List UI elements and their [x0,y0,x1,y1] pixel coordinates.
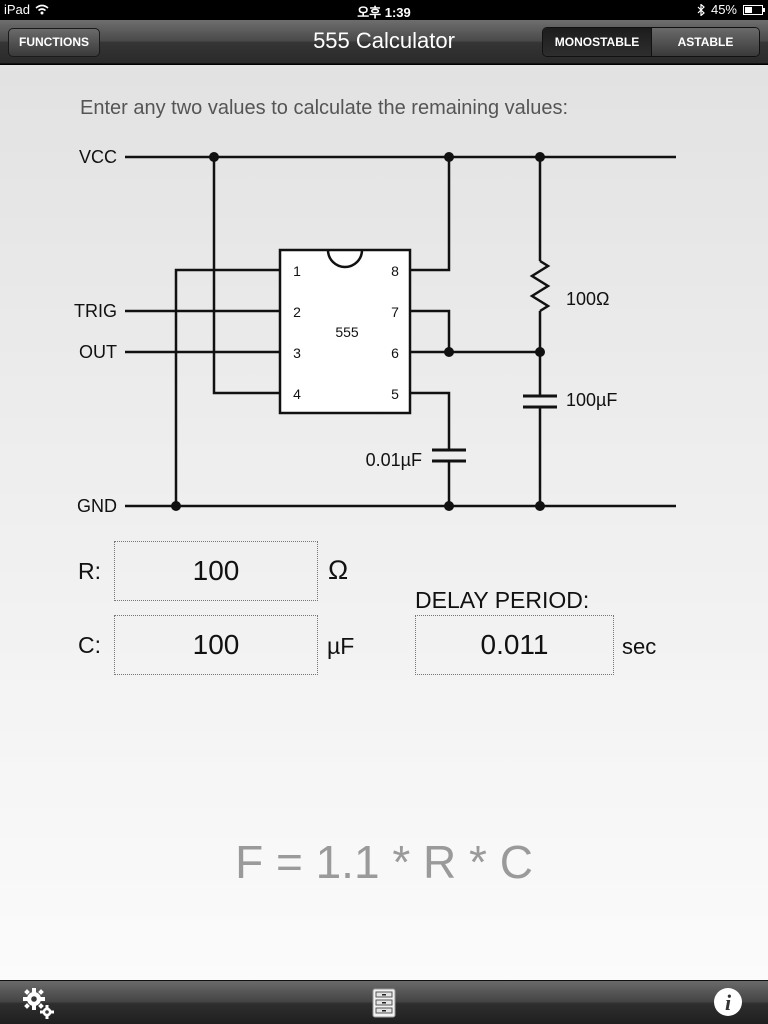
delay-period-input[interactable] [415,615,614,675]
chip-555-body [278,248,412,415]
vcc-label: VCC [79,147,117,167]
instructions-text: Enter any two values to calculate the re… [80,97,569,119]
pin-4-label: 4 [293,386,301,402]
delay-period-label: DELAY PERIOD: [415,587,590,613]
tab-monostable[interactable]: MONOSTABLE [543,28,651,56]
delay-unit: sec [622,634,657,659]
c-label: C: [78,632,101,658]
bottom-toolbar: i [0,980,768,1024]
navigation-bar: FUNCTIONS 555 Calculator MONOSTABLE ASTA… [0,20,768,64]
c-unit: µF [327,633,355,659]
pin-1-label: 1 [293,263,301,279]
chip-notch [326,249,364,269]
page-title: 555 Calculator [313,28,455,53]
mode-segmented-control: MONOSTABLE ASTABLE [542,27,760,57]
capacitor-value-label: 100µF [566,390,617,410]
device-label: iPad [4,2,31,17]
r-unit: Ω [328,555,349,585]
parts-drawer-icon[interactable] [372,988,396,1018]
chip-label: 555 [335,324,359,340]
battery-percent: 45% [710,2,737,17]
r-input[interactable] [114,541,318,601]
status-bar: iPad 오후 1:39 45% [0,0,768,20]
resistor-value-label: 100Ω [566,289,610,309]
pin-8-label: 8 [391,263,399,279]
circuit-schematic: VCC GND TRIG OUT 100Ω 100µF 0.01µF 555 1… [74,147,676,516]
trig-label: TRIG [74,301,117,321]
pin-6-label: 6 [391,345,399,361]
formula-text: F = 1.1 * R * C [235,836,533,888]
pin-3-label: 3 [293,345,301,361]
status-time: 오후 1:39 [357,5,411,20]
pin-2-label: 2 [293,304,301,320]
info-icon[interactable]: i [712,986,744,1018]
gnd-label: GND [77,496,117,516]
svg-text:i: i [725,990,732,1015]
control-capacitor-label: 0.01µF [366,450,422,470]
r-label: R: [78,558,101,584]
c-input[interactable] [114,615,318,675]
pin-5-label: 5 [391,386,399,402]
wifi-icon [35,4,49,15]
functions-button[interactable]: FUNCTIONS [8,28,100,57]
tab-astable[interactable]: ASTABLE [651,28,759,56]
pin-7-label: 7 [391,304,399,320]
gears-icon[interactable] [22,987,56,1019]
battery-icon [743,4,765,15]
bluetooth-icon [697,3,705,16]
out-label: OUT [79,342,117,362]
main-content: Enter any two values to calculate the re… [0,65,768,980]
